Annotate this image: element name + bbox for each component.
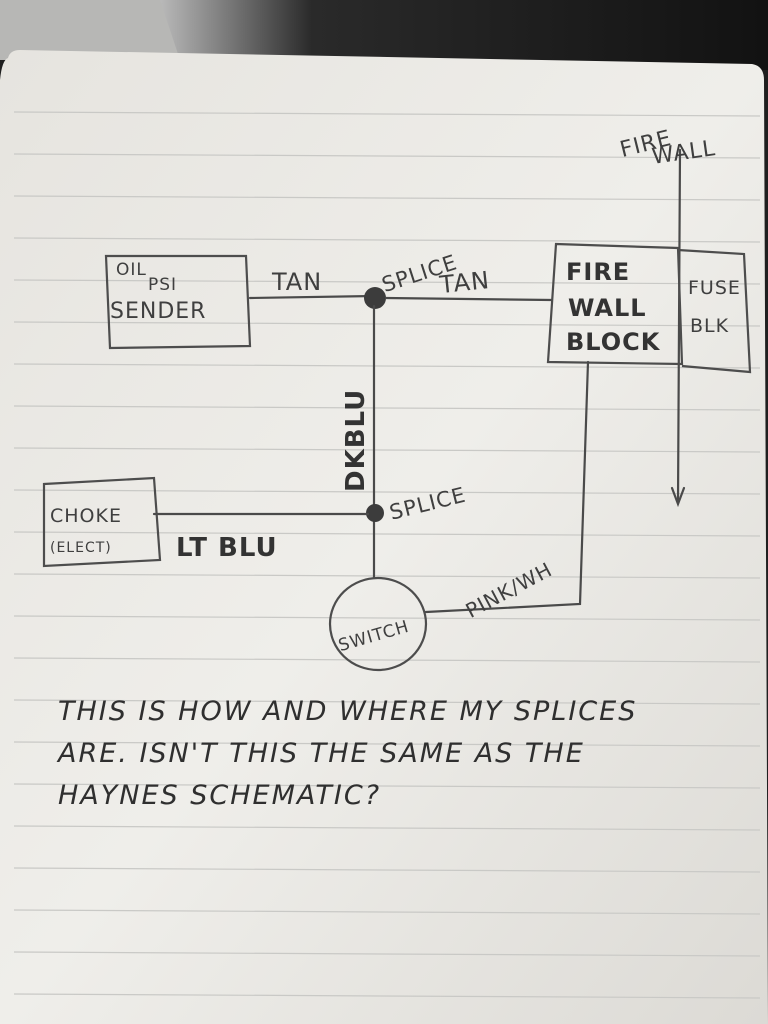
firewall-block-line1: FIRE xyxy=(566,258,630,286)
notebook-cover xyxy=(160,0,768,70)
choke-line2: (ELECT) xyxy=(50,540,112,556)
label-dk-blu: DKBLU xyxy=(341,389,371,492)
choke: CHOKE (ELECT) xyxy=(42,476,162,568)
oil-sender-box xyxy=(104,254,252,350)
note-line1: THIS IS HOW AND WHERE MY SPLICES xyxy=(58,696,637,727)
choke-box xyxy=(42,476,162,568)
firewall-block-line2: WALL xyxy=(568,294,647,322)
fuse-block-line1: FUSE xyxy=(688,277,741,299)
paper-sheet xyxy=(0,50,768,1024)
fuse-block: FUSE BLK xyxy=(677,248,752,374)
oil-psi-sender: OIL PSI SENDER xyxy=(104,254,252,350)
firewall-arrow xyxy=(670,486,686,508)
firewall-block-line3: BLOCK xyxy=(566,328,661,356)
splice-top-dot xyxy=(364,287,386,309)
fuse-block-box xyxy=(677,248,752,374)
wire-tan-right xyxy=(384,296,554,302)
firewall-line xyxy=(676,148,682,504)
wire-tan-left xyxy=(248,294,376,300)
ruled-lines xyxy=(13,111,761,999)
note-line3: HAYNES SCHEMATIC? xyxy=(58,780,381,811)
splice-bottom-dot xyxy=(366,504,384,522)
label-lt-blu: LT BLU xyxy=(176,533,278,563)
firewall-block: FIRE WALL BLOCK xyxy=(546,242,684,366)
table-top-left xyxy=(0,0,190,60)
handwritten-note: THIS IS HOW AND WHERE MY SPLICES ARE. IS… xyxy=(56,696,637,811)
note-line2: ARE. ISN'T THIS THE SAME AS THE xyxy=(56,738,585,769)
oil-sender-line1: OIL xyxy=(116,260,147,280)
oil-sender-line3: SENDER xyxy=(110,299,206,324)
label-tan-right: TAN xyxy=(437,266,491,299)
choke-line1: CHOKE xyxy=(50,505,122,527)
fuse-block-line2: BLK xyxy=(690,315,729,337)
wire-pink-wh xyxy=(424,360,590,614)
oil-sender-line2: PSI xyxy=(148,275,177,295)
firewall-block-box xyxy=(546,242,684,366)
label-tan-left: TAN xyxy=(271,268,322,296)
switch-circle xyxy=(328,576,428,672)
